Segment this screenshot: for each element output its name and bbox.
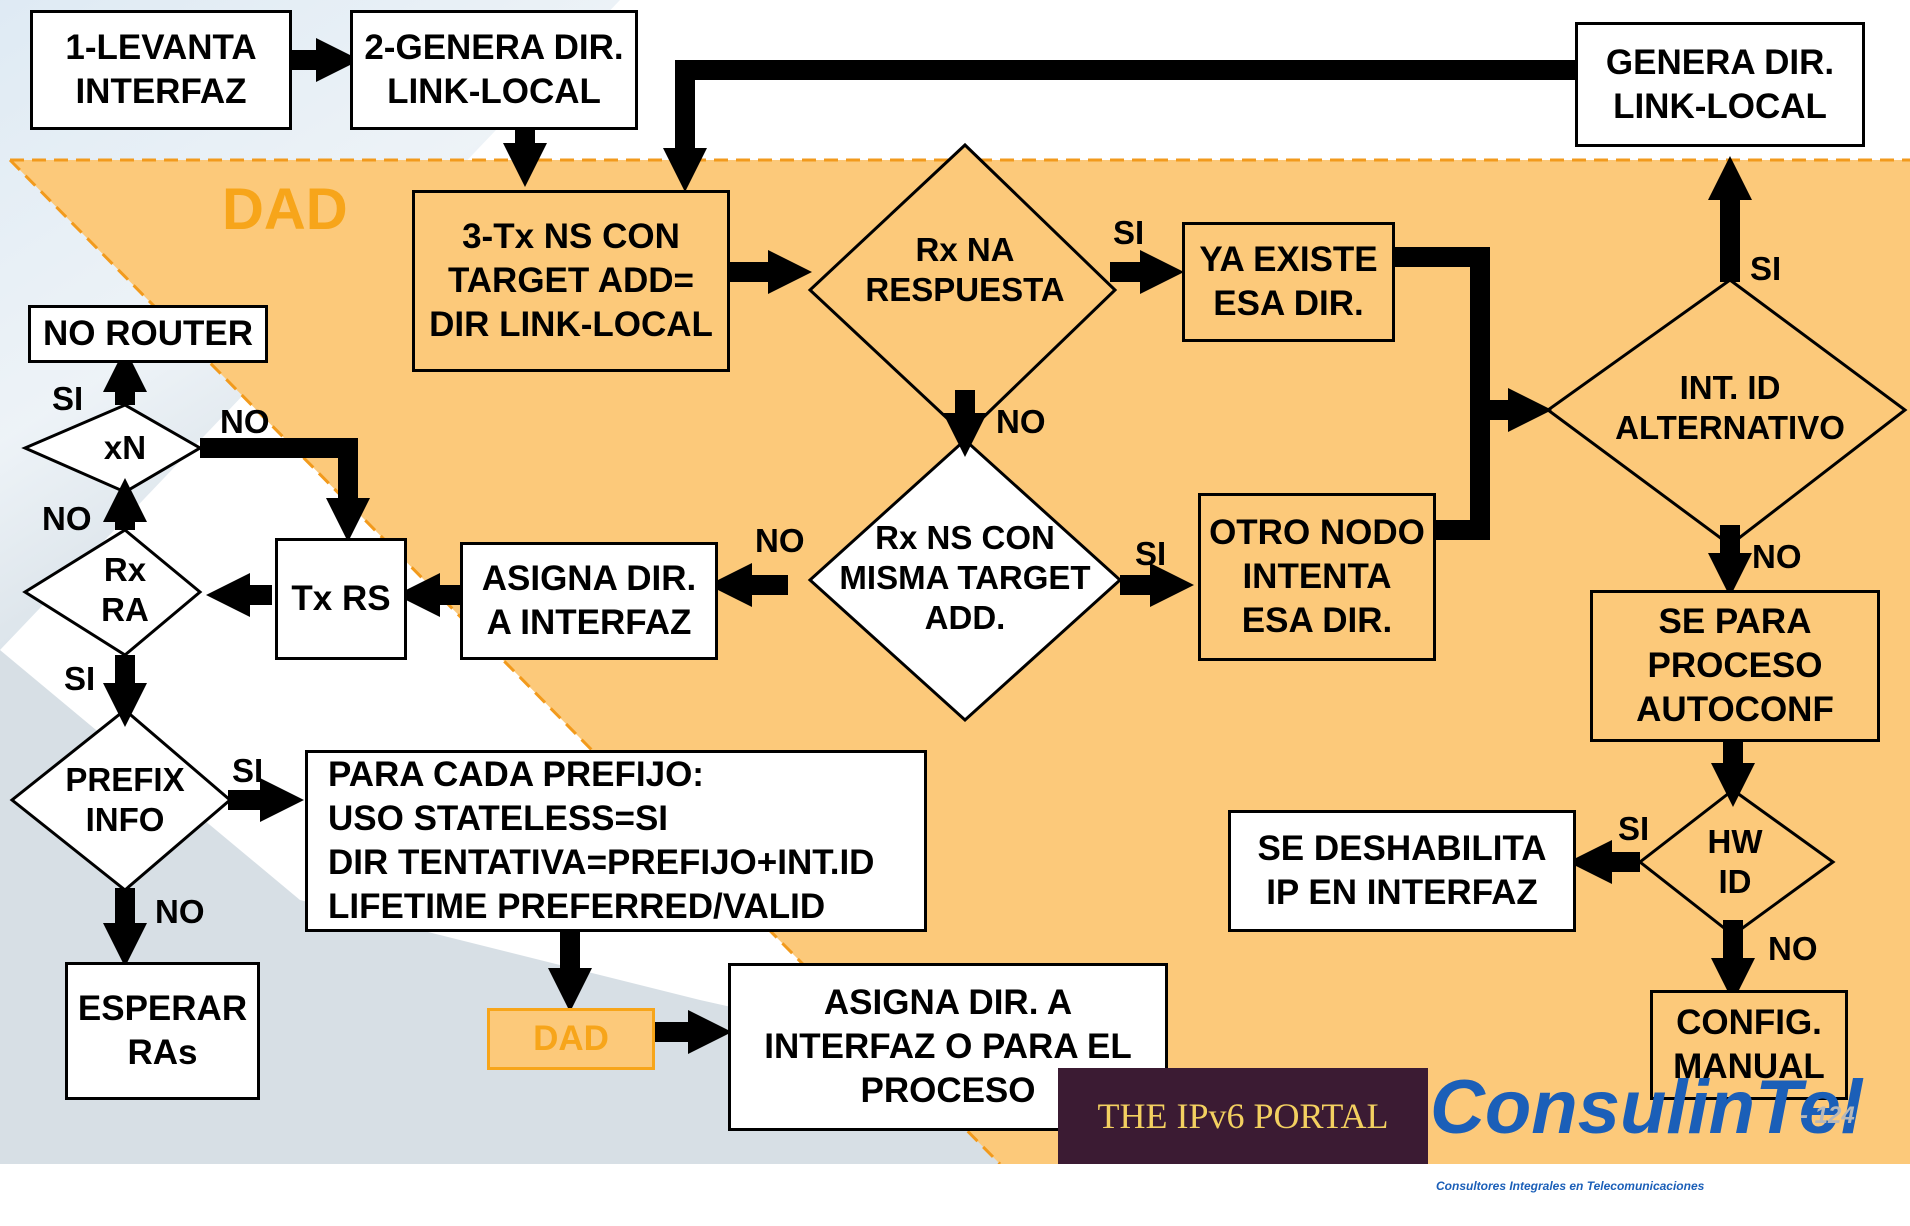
box-tx-rs: Tx RS: [275, 538, 407, 660]
branch-rx-ra-no: NO: [42, 500, 92, 537]
decision-rx-ns: [807, 437, 1123, 723]
branch-int-id-si: SI: [1750, 250, 1782, 287]
branch-xn-si: SI: [52, 380, 84, 417]
consulintel-logo: ConsulinTel Consultores Integrales en Te…: [1430, 1068, 1862, 1194]
box-genera-link-local: 2-GENERA DIR. LINK-LOCAL: [350, 10, 638, 130]
branch-rx-ns-no: NO: [755, 522, 805, 559]
box-config-manual: CONFIG. MANUAL: [1650, 990, 1848, 1100]
branch-hw-id-si: SI: [1618, 810, 1650, 847]
page-number: - 124: [1800, 1102, 1855, 1129]
box-no-router: NO ROUTER: [28, 305, 268, 363]
branch-xn-no: NO: [220, 403, 270, 440]
branch-prefix-no: NO: [155, 893, 205, 930]
branch-rx-ns-si: SI: [1135, 535, 1167, 572]
box-esperar-ras: ESPERAR RAs: [65, 962, 260, 1100]
decision-hw-id-label: HW ID: [1707, 823, 1763, 900]
ipv6-portal-logo: THE IPv6 PORTAL: [1058, 1068, 1428, 1164]
box-levanta-interfaz: 1-LEVANTA INTERFAZ: [30, 10, 292, 130]
box-genera-link-local-alt: GENERA DIR. LINK-LOCAL: [1575, 22, 1865, 147]
decision-rx-ra-label: Rx RA: [101, 551, 149, 628]
ipv6-portal-logo-text: THE IPv6 PORTAL: [1097, 1096, 1389, 1136]
box-tx-ns: 3-Tx NS CON TARGET ADD= DIR LINK-LOCAL: [412, 190, 730, 372]
box-asigna-dir: ASIGNA DIR. A INTERFAZ: [460, 542, 718, 660]
decision-rx-ns-label: Rx NS CON MISMA TARGET ADD.: [839, 519, 1091, 636]
box-otro-nodo: OTRO NODO INTENTA ESA DIR.: [1198, 493, 1436, 661]
box-para-cada-prefijo: PARA CADA PREFIJO: USO STATELESS=SI DIR …: [305, 750, 927, 932]
box-se-para-proceso: SE PARA PROCESO AUTOCONF: [1590, 590, 1880, 742]
branch-prefix-si: SI: [232, 752, 264, 789]
decision-xn-label: xN: [103, 429, 147, 466]
box-dad-small: DAD: [487, 1008, 655, 1070]
box-ya-existe: YA EXISTE ESA DIR.: [1182, 222, 1395, 342]
decision-int-id-label: INT. ID ALTERNATIVO: [1615, 369, 1845, 446]
slide: DAD 1-LEVANTA INTERFAZ 2-GENERA DIR. LIN…: [0, 0, 1910, 1194]
decision-prefix-info-label: PREFIX INFO: [65, 761, 185, 838]
branch-rx-na-si: SI: [1113, 214, 1145, 251]
decision-rx-na-label: Rx NA RESPUESTA: [865, 231, 1065, 308]
consulintel-logo-subtitle: Consultores Integrales en Telecomunicaci…: [1436, 1179, 1705, 1193]
branch-rx-na-no: NO: [996, 403, 1046, 440]
branch-hw-id-no: NO: [1768, 930, 1818, 967]
box-se-deshabilita-ip: SE DESHABILITA IP EN INTERFAZ: [1228, 810, 1576, 932]
branch-rx-ra-si: SI: [64, 660, 96, 697]
consulintel-logo-text: ConsulinTel: [1430, 1065, 1863, 1150]
branch-int-id-no: NO: [1752, 538, 1802, 575]
dad-region-title: DAD: [222, 177, 348, 242]
